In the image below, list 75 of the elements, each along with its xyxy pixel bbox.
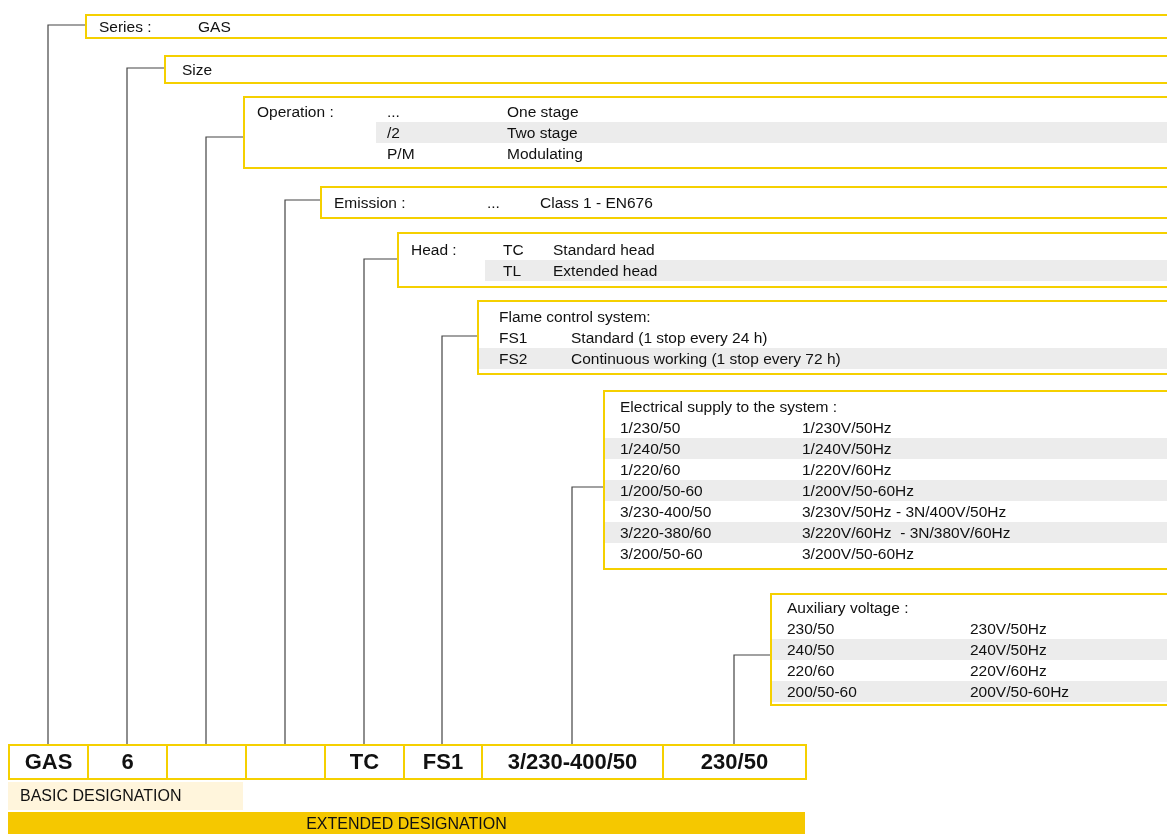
code-segment [245, 744, 326, 780]
field-heading: Operation : [257, 102, 334, 122]
field-heading: Flame control system: [499, 307, 651, 327]
code-segment: 6 [87, 744, 168, 780]
connector-line [126, 67, 165, 745]
option-description: 1/240V/50Hz [802, 439, 892, 459]
option-code: 240/50 [787, 640, 835, 660]
option-description: One stage [507, 102, 579, 122]
field-heading: Emission : [334, 193, 406, 213]
designation-bar [8, 782, 243, 810]
connector-line [363, 258, 398, 745]
option-panel [477, 300, 1167, 375]
option-description: Extended head [553, 261, 658, 281]
code-segment [166, 744, 247, 780]
option-code: TL [503, 261, 522, 281]
field-heading: Head : [411, 240, 457, 260]
field-heading: Electrical supply to the system : [620, 397, 838, 417]
option-panel [770, 593, 1167, 706]
option-description: 240V/50Hz [970, 640, 1047, 660]
option-description: 220V/60Hz [970, 661, 1047, 681]
option-code: 3/200/50-60 [620, 544, 703, 564]
option-description: 3/230V/50Hz - 3N/400V/50Hz [802, 502, 1007, 522]
option-description: 1/200V/50-60Hz [802, 481, 915, 501]
option-panel [397, 232, 1167, 288]
option-panel [243, 96, 1167, 169]
option-code: 200/50-60 [787, 682, 857, 702]
option-code: FS1 [499, 328, 528, 348]
option-description: Class 1 - EN676 [540, 193, 653, 213]
option-code: ... [387, 102, 400, 122]
code-segment: FS1 [403, 744, 483, 780]
option-panel [85, 14, 1167, 39]
option-code: /2 [387, 123, 400, 143]
designation-bar [8, 812, 805, 834]
option-code: P/M [387, 144, 415, 164]
option-description: Two stage [507, 123, 578, 143]
option-code: 1/230/50 [620, 418, 681, 438]
connector-line [733, 654, 771, 745]
option-code: 3/220-380/60 [620, 523, 712, 543]
option-panel [603, 390, 1167, 570]
connector-line [441, 335, 478, 745]
option-description: 1/230V/50Hz [802, 418, 892, 438]
option-panel [320, 186, 1167, 219]
code-segment: GAS [8, 744, 89, 780]
option-code: 1/200/50-60 [620, 481, 703, 501]
option-code: 230/50 [787, 619, 835, 639]
option-code: 1/240/50 [620, 439, 681, 459]
option-code: 1/220/60 [620, 460, 681, 480]
code-segment: 3/230-400/50 [481, 744, 664, 780]
field-heading: Series : [99, 17, 152, 37]
option-description: 1/220V/60Hz [802, 460, 892, 480]
option-description: 230V/50Hz [970, 619, 1047, 639]
option-code: 3/230-400/50 [620, 502, 712, 522]
connector-line [284, 199, 321, 745]
option-description: Standard head [553, 240, 655, 260]
connector-line [571, 486, 604, 745]
bar-label: BASIC DESIGNATION [20, 787, 182, 805]
option-code: 220/60 [787, 661, 835, 681]
field-heading: Auxiliary voltage : [787, 598, 909, 618]
option-description: Standard (1 stop every 24 h) [571, 328, 768, 348]
option-code: TC [503, 240, 524, 260]
field-heading: Size [182, 60, 213, 80]
option-code: GAS [198, 17, 231, 37]
option-code: ... [487, 193, 500, 213]
bar-label: EXTENDED DESIGNATION [306, 815, 507, 833]
code-segment: 230/50 [662, 744, 807, 780]
option-description: 200V/50-60Hz [970, 682, 1070, 702]
option-description: 3/220V/60Hz - 3N/380V/60Hz [802, 523, 1011, 543]
connector-line [47, 24, 86, 745]
option-code: FS2 [499, 349, 528, 369]
option-description: Continuous working (1 stop every 72 h) [571, 349, 841, 369]
code-segment: TC [324, 744, 405, 780]
connector-line [205, 136, 244, 745]
option-panel [164, 55, 1167, 84]
option-description: 3/200V/50-60Hz [802, 544, 915, 564]
option-description: Modulating [507, 144, 583, 164]
